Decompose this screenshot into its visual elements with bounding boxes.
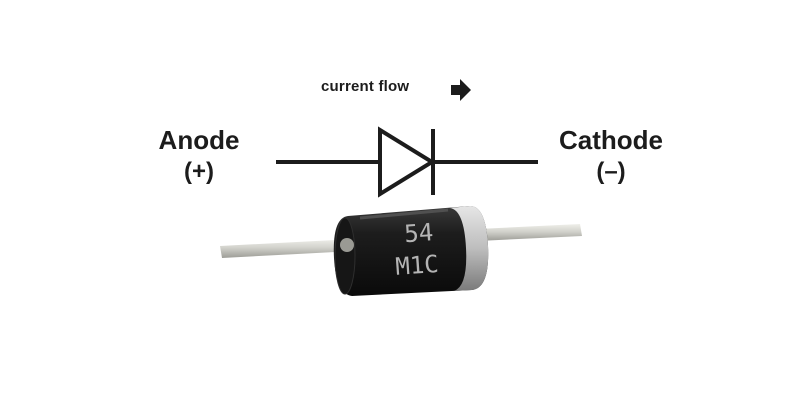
anode-label: Anode <box>158 125 240 155</box>
anode-lead-joint <box>340 238 354 252</box>
marking-line-2: M1C <box>394 250 439 281</box>
component-marking: 54 M1C <box>394 218 439 281</box>
anode-polarity: (+) <box>184 158 214 186</box>
anode-terminal: Anode (+) <box>148 125 250 187</box>
diode-triangle <box>378 126 436 198</box>
marking-line-1: 54 <box>403 218 434 248</box>
cathode-polarity: (–) <box>596 158 626 186</box>
anode-lead <box>220 239 354 258</box>
cathode-band <box>450 206 489 291</box>
component-body <box>333 206 489 296</box>
current-flow-label: current flow <box>321 78 410 95</box>
cathode-terminal: Cathode (–) <box>548 125 674 187</box>
cathode-lead <box>478 224 582 241</box>
diode-schematic-symbol <box>276 126 538 198</box>
arrow-right-icon <box>451 79 471 101</box>
diode-component-photo: 54 M1C <box>220 206 582 296</box>
anode-end-cap <box>334 217 356 295</box>
component-leads <box>220 224 582 258</box>
cathode-label: Cathode <box>559 125 663 155</box>
